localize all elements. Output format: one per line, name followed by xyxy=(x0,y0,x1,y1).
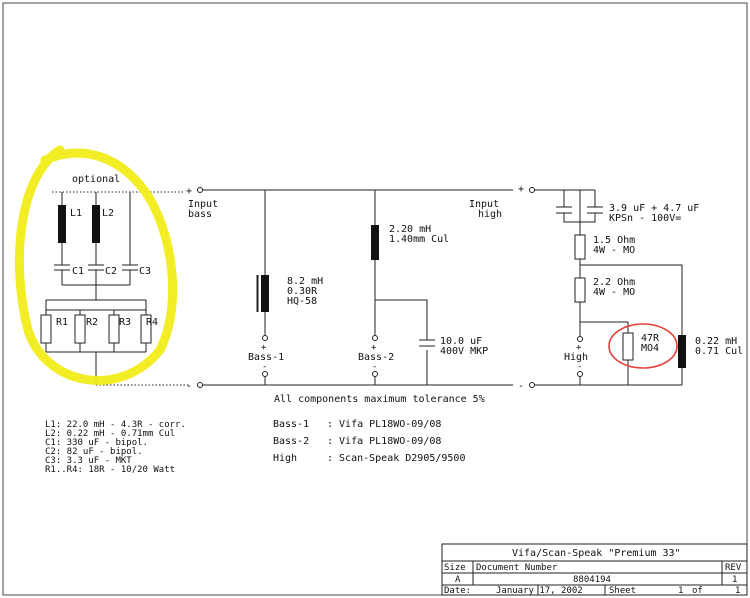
r-high2-type: 4W - MO xyxy=(593,287,635,298)
size-label: Size xyxy=(444,563,466,573)
of-value: 1 xyxy=(735,586,740,596)
bass2-label: Bass-2 xyxy=(358,352,394,363)
inductor-l2 xyxy=(92,205,100,243)
driver-model: : Vifa PL18WO-09/08 xyxy=(327,436,441,447)
r3-label: R3 xyxy=(119,317,131,328)
resistor-high-1 xyxy=(574,234,586,260)
l2-label: L2 xyxy=(102,208,114,219)
parts-list-item: L2: 0.22 mH - 0.71mm Cul xyxy=(45,429,175,439)
parts-list: L1: 22.0 mH - 4.3R - corr. L2: 0.22 mH -… xyxy=(45,420,186,475)
l-bass1-resistance: 0.30R xyxy=(287,286,318,297)
date-label: Date: xyxy=(444,586,471,596)
tolerance-note: All components maximum tolerance 5% xyxy=(274,394,485,405)
c-high-value: 3.9 uF + 4.7 uF xyxy=(609,203,699,214)
input-high-label-2: high xyxy=(478,209,502,220)
size-value: A xyxy=(455,575,461,585)
sheet-value: 1 xyxy=(678,586,683,596)
svg-text:+: + xyxy=(371,343,377,353)
high-plus-sign: + xyxy=(518,184,524,195)
title-block-title: Vifa/Scan-Speak "Premium 33" xyxy=(512,548,681,559)
high-input-terminal xyxy=(529,187,535,193)
input-high-label-1: Input xyxy=(469,199,499,210)
svg-text:-: - xyxy=(577,362,582,372)
bass1-label: Bass-1 xyxy=(248,352,284,363)
main-rails: + Input bass + Input high - - xyxy=(186,184,682,392)
c-high-type: KPSn - 100V= xyxy=(609,213,681,224)
high-ground-terminal xyxy=(529,382,535,388)
inductor-bass1 xyxy=(261,275,269,312)
capacitor-bass2 xyxy=(419,339,435,347)
c-bass2-type: 400V MKP xyxy=(440,346,488,357)
l-bass1-type: HQ-58 xyxy=(287,296,317,307)
bass-input-terminal xyxy=(197,187,203,193)
driver-name: High xyxy=(273,453,297,464)
date-value: January 17, 2002 xyxy=(496,586,583,596)
parts-list-item: R1..R4: 18R - 10/20 Watt xyxy=(45,465,175,475)
bass1-branch: 8.2 mH 0.30R HQ-58 + Bass-1 - xyxy=(248,190,323,385)
bass2-branch: 2.20 mH 1.40mm Cul 10.0 uF 400V MKP + Ba… xyxy=(358,190,488,385)
high-label: High xyxy=(564,352,588,363)
resistor-r3 xyxy=(108,314,120,344)
red-highlight-circle xyxy=(608,323,678,369)
r-high3-type: MO4 xyxy=(641,343,659,354)
driver-model: : Scan-Speak D2905/9500 xyxy=(327,453,465,464)
bass-minus-sign: - xyxy=(186,381,192,392)
r-high1-type: 4W - MO xyxy=(593,245,635,256)
highlight-ring xyxy=(14,145,178,385)
c-bass2-value: 10.0 uF xyxy=(440,336,482,347)
inductor-l1 xyxy=(58,205,66,243)
driver-list: Bass-1 : Vifa PL18WO-09/08 Bass-2 : Vifa… xyxy=(273,419,465,464)
c2-label: C2 xyxy=(105,266,117,277)
l-high-type: 0.71 Cul xyxy=(695,346,743,357)
l-high-value: 0.22 mH xyxy=(695,336,737,347)
driver-name: Bass-2 xyxy=(273,436,309,447)
high-minus-sign: - xyxy=(518,381,524,392)
driver-name: Bass-1 xyxy=(273,419,309,430)
r1-label: R1 xyxy=(56,317,68,328)
svg-text:-: - xyxy=(262,362,267,372)
svg-text:+: + xyxy=(261,343,267,353)
title-block: Vifa/Scan-Speak "Premium 33" Size Docume… xyxy=(441,543,748,596)
l1-label: L1 xyxy=(70,208,82,219)
r-high1-value: 1.5 Ohm xyxy=(593,235,635,246)
optional-block: optional L1 L2 C1 C2 C3 R1 R2 R3 R4 xyxy=(40,174,190,386)
c3-label: C3 xyxy=(139,266,151,277)
svg-text:-: - xyxy=(372,362,377,372)
rev-value: 1 xyxy=(732,575,737,585)
sheet-label: Sheet xyxy=(609,586,636,596)
of-label: of xyxy=(692,586,703,596)
caps-c1-c3 xyxy=(54,264,138,271)
parts-list-item: L1: 22.0 mH - 4.3R - corr. xyxy=(45,420,186,430)
l-bass1-value: 8.2 mH xyxy=(287,276,323,287)
l-bass2-type: 1.40mm Cul xyxy=(389,234,449,245)
r-high3-value: 47R xyxy=(641,333,660,344)
resistor-r2 xyxy=(74,314,86,344)
r2-label: R2 xyxy=(86,317,98,328)
svg-text:+: + xyxy=(576,343,582,353)
bass-plus-sign: + xyxy=(186,186,192,197)
l-bass2-value: 2.20 mH xyxy=(389,224,431,235)
resistor-r1 xyxy=(40,314,52,344)
driver-model: : Vifa PL18WO-09/08 xyxy=(327,419,441,430)
input-bass-label-2: bass xyxy=(188,209,212,220)
resistor-high-2 xyxy=(574,277,586,303)
input-bass-label-1: Input xyxy=(188,199,218,210)
parts-list-item: C3: 3.3 uF - MKT xyxy=(45,456,132,466)
parts-list-item: C1: 330 uF - bipol. xyxy=(45,438,148,448)
rev-label: REV xyxy=(725,563,742,573)
inductor-high xyxy=(678,335,686,368)
r4-label: R4 xyxy=(146,317,158,328)
bass-ground-terminal xyxy=(197,382,203,388)
optional-title: optional xyxy=(72,174,120,185)
c1-label: C1 xyxy=(72,266,84,277)
resistor-high-3 xyxy=(622,332,634,361)
r-high2-value: 2.2 Ohm xyxy=(593,277,635,288)
docnum-label: Document Number xyxy=(476,563,558,573)
inductor-bass2 xyxy=(371,225,379,260)
high-branch: 3.9 uF + 4.7 uF KPSn - 100V= 1.5 Ohm 4W … xyxy=(556,189,743,385)
docnum-value: 8804194 xyxy=(573,575,611,585)
parts-list-item: C2: 82 uF - bipol. xyxy=(45,447,143,457)
